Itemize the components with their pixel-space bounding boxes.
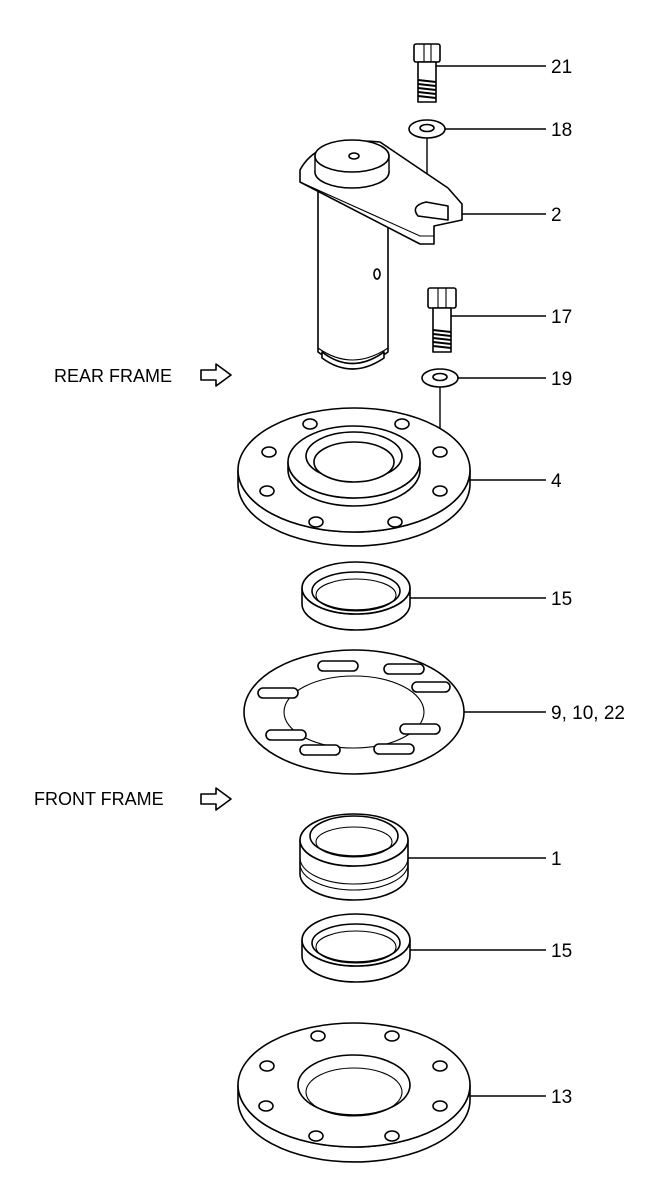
part-18-washer [408, 119, 446, 205]
callout-18: 18 [551, 120, 572, 141]
rear-frame-label: REAR FRAME [54, 366, 172, 386]
leader-lines [408, 65, 546, 1097]
callout-1: 1 [551, 849, 562, 870]
part-15-seal-lower [301, 913, 411, 983]
front-frame-label: FRONT FRAME [34, 789, 164, 809]
callout-9-10-22: 9, 10, 22 [551, 703, 625, 724]
part-9-10-22-shim [243, 649, 465, 775]
callout-21: 21 [551, 57, 572, 78]
part-13-flange [237, 1022, 471, 1163]
part-15-seal-upper [301, 561, 411, 631]
callout-2: 2 [551, 205, 562, 226]
part-17-bolt [427, 287, 457, 353]
callout-15-upper: 15 [551, 589, 572, 610]
callout-15-lower: 15 [551, 941, 572, 962]
part-1-bushing [299, 813, 409, 901]
part-4-flange [237, 407, 471, 547]
callout-17: 17 [551, 307, 572, 328]
front-frame-arrow-icon [200, 787, 232, 811]
callout-19: 19 [551, 369, 572, 390]
part-21-bolt [413, 43, 441, 103]
rear-frame-arrow-icon [200, 363, 232, 387]
callout-4: 4 [551, 471, 562, 492]
part-2-pin-plate [299, 139, 463, 370]
callout-13: 13 [551, 1087, 572, 1108]
